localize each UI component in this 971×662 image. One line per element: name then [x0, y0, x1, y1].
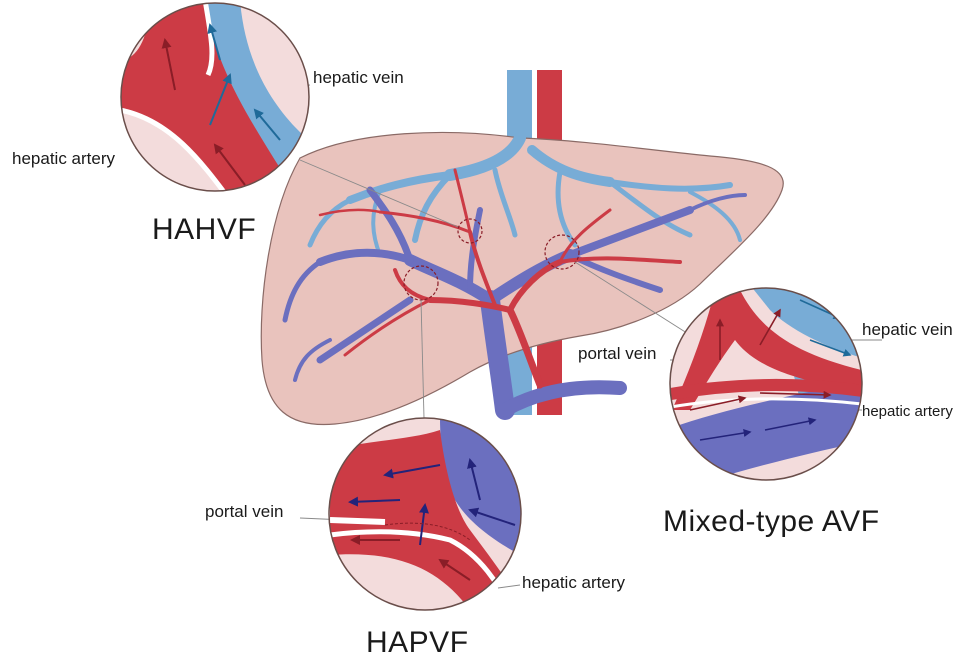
hahvf-title: HAHVF — [152, 215, 256, 245]
mixed-title: Mixed-type AVF — [663, 507, 880, 537]
inset-hapvf — [320, 410, 530, 620]
hapvf-hepatic-artery-label: hepatic artery — [522, 574, 625, 591]
hahvf-hepatic-artery-label: hepatic artery — [12, 150, 115, 167]
hapvf-title: HAPVF — [366, 628, 469, 658]
mixed-hepatic-artery-label: hepatic artery — [862, 404, 953, 419]
hapvf-portal-vein-label: portal vein — [205, 503, 283, 520]
hahvf-hepatic-vein-label: hepatic vein — [313, 69, 404, 86]
inset-mixed — [665, 285, 870, 490]
mixed-hepatic-vein-label: hepatic vein — [862, 321, 953, 338]
inset-hahvf — [120, 0, 320, 200]
mixed-portal-vein-label: portal vein — [578, 345, 656, 362]
